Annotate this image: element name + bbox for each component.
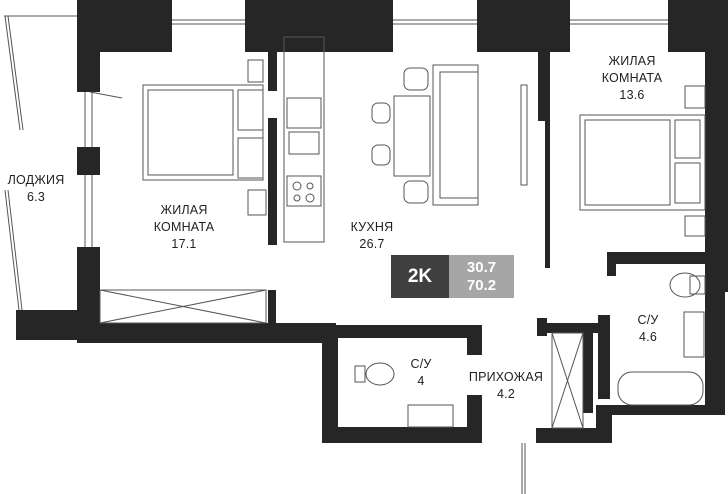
room-bathroom-1: С/У 4 <box>410 356 431 390</box>
fixtures <box>4 15 706 494</box>
room-living-room-1: ЖИЛАЯ КОМНАТА 17.1 <box>154 202 215 253</box>
room-name: КУХНЯ <box>350 220 394 234</box>
room-name: С/У <box>637 313 659 327</box>
room-name: КОМНАТА <box>601 71 663 85</box>
room-name: С/У <box>410 357 432 371</box>
room-name: ЖИЛАЯ <box>608 54 656 68</box>
room-name: ПРИХОЖАЯ <box>468 370 544 384</box>
room-area: 4.2 <box>497 387 515 401</box>
apartment-type: 2K <box>391 255 449 298</box>
room-living-room-2: ЖИЛАЯ КОМНАТА 13.6 <box>602 53 663 104</box>
room-area: 13.6 <box>619 88 645 102</box>
room-area: 17.1 <box>171 237 197 251</box>
room-loggia: ЛОДЖИЯ 6.3 <box>8 172 65 206</box>
room-kitchen: КУХНЯ 26.7 <box>351 219 394 253</box>
room-area: 26.7 <box>359 237 385 251</box>
apartment-areas: 30.7 70.2 <box>449 255 514 298</box>
room-name: ЛОДЖИЯ <box>7 173 65 187</box>
living-area: 30.7 <box>466 258 497 276</box>
room-area: 4 <box>417 374 425 388</box>
room-name: КОМНАТА <box>153 220 215 234</box>
room-name: ЖИЛАЯ <box>160 203 208 217</box>
walls <box>16 0 728 443</box>
room-area: 6.3 <box>27 190 45 204</box>
room-hallway: ПРИХОЖАЯ 4.2 <box>469 369 543 403</box>
apartment-badge: 2K 30.7 70.2 <box>391 255 514 298</box>
room-bathroom-2: С/У 4.6 <box>637 312 658 346</box>
room-area: 4.6 <box>639 330 657 344</box>
total-area: 70.2 <box>466 276 497 294</box>
